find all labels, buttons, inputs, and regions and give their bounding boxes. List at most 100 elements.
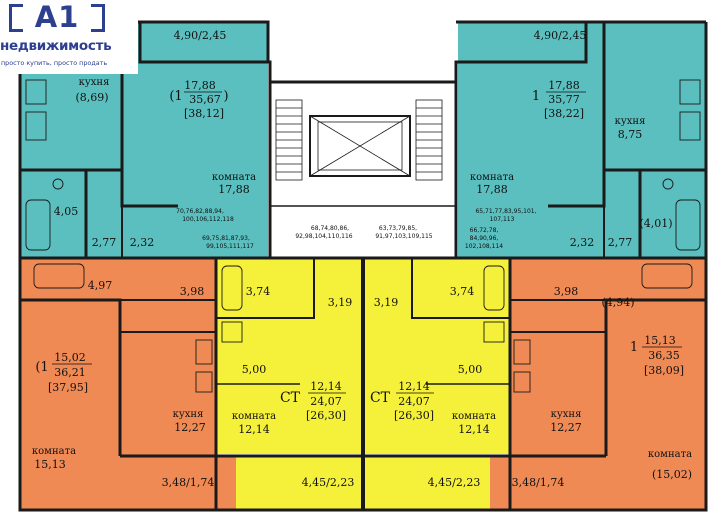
bl-rooms: (1 bbox=[35, 360, 48, 375]
sl-area-total: 12,14 bbox=[310, 380, 342, 393]
apt-br-line2: 84,90,96, bbox=[470, 235, 499, 242]
tl-stove-icon bbox=[25, 111, 47, 141]
company-logo[interactable]: A1 недвижимость просто купить, просто пр… bbox=[0, 0, 138, 74]
br-kitchen-area: 12,27 bbox=[550, 421, 582, 434]
tl-bath-area: 4,05 bbox=[54, 205, 79, 218]
logo-bracket-right bbox=[91, 4, 105, 32]
br-room-area: (15,02) bbox=[652, 468, 692, 481]
tl-rooms: (1 bbox=[169, 89, 182, 104]
apt-br-line1: 66,72,78, bbox=[470, 227, 499, 234]
apartment-numbers: 70,76,82,88,94, 100,106,112,118 69,75,81… bbox=[176, 208, 536, 250]
tr-toilet-icon bbox=[662, 178, 674, 190]
tl-room-area: 17,88 bbox=[218, 183, 250, 196]
tr-rooms: 1 bbox=[532, 89, 540, 104]
sl-room-name: комната bbox=[232, 411, 276, 422]
tr-room-area: 17,88 bbox=[476, 183, 508, 196]
tr-balcony-label: 4,90/2,45 bbox=[534, 29, 587, 42]
br-room-name: комната bbox=[648, 449, 692, 460]
bl-stove-icon bbox=[195, 339, 213, 365]
bl-area-living: 36,21 bbox=[54, 366, 86, 379]
apt-tl-line2: 100,106,112,118 bbox=[182, 216, 234, 223]
sr-area-living: 24,07 bbox=[398, 395, 430, 408]
bl-kitchen-name: кухня bbox=[173, 409, 204, 420]
tl-sink-icon bbox=[25, 79, 47, 105]
sl-hall-area: 3,19 bbox=[328, 296, 353, 309]
logo-name: недвижимость bbox=[0, 38, 112, 54]
sl-area-balcony: [26,30] bbox=[306, 409, 346, 422]
sr-entry-area: 5,00 bbox=[458, 363, 483, 376]
br-stove-icon bbox=[513, 339, 531, 365]
tl-kitchen-name: кухня bbox=[79, 77, 110, 88]
apt-sr-line1: 63,73,79,85, bbox=[379, 225, 417, 232]
br-kitchen-name: кухня bbox=[551, 409, 582, 420]
sl-entry-area: 5,00 bbox=[242, 363, 267, 376]
sr-balcony-label: 4,45/2,23 bbox=[428, 476, 481, 489]
tr-room-name: комната bbox=[470, 172, 514, 183]
tl-balcony-label: 4,90/2,45 bbox=[174, 29, 227, 42]
tr-sink-icon bbox=[679, 79, 701, 105]
sr-area-total: 12,14 bbox=[398, 380, 430, 393]
sl-area-living: 24,07 bbox=[310, 395, 342, 408]
tl-kitchen-area: (8,69) bbox=[75, 91, 108, 104]
corridor-fill bbox=[268, 60, 458, 258]
br-rooms: 1 bbox=[630, 340, 638, 355]
sr-stove-icon bbox=[483, 321, 505, 343]
tl-hall-b: 2,32 bbox=[130, 236, 155, 249]
apt-bl-line2: 99,105,111,117 bbox=[206, 243, 254, 250]
sl-balcony-label: 4,45/2,23 bbox=[302, 476, 355, 489]
tr-kitchen-name: кухня bbox=[615, 116, 646, 127]
sl-room-area: 12,14 bbox=[238, 423, 270, 436]
sr-room-area: 12,14 bbox=[458, 423, 490, 436]
bl-balcony-label: 3,48/1,74 bbox=[162, 476, 215, 489]
sl-bathtub-icon bbox=[221, 265, 243, 311]
bl-hall-area: 3,98 bbox=[180, 285, 205, 298]
tl-hall-a: 2,77 bbox=[92, 236, 117, 249]
tr-bath-area: (4,01) bbox=[639, 217, 672, 230]
sr-type: СТ bbox=[370, 390, 391, 406]
tr-stove-icon bbox=[679, 111, 701, 141]
bl-room-area: 15,13 bbox=[34, 458, 66, 471]
room-labels: 4,90/2,45 кухня (8,69) (1 17,88 35,67 ) … bbox=[32, 29, 692, 489]
tr-bathtub-icon bbox=[675, 199, 701, 251]
br-sink-icon bbox=[513, 371, 531, 393]
bl-sink-icon bbox=[195, 371, 213, 393]
br-balcony-label: 3,48/1,74 bbox=[512, 476, 565, 489]
logo-bracket-left bbox=[9, 4, 23, 32]
br-hall-area: 3,98 bbox=[554, 285, 579, 298]
bl-bath-area: 4,97 bbox=[88, 279, 113, 292]
sl-balcony-fill bbox=[236, 456, 362, 510]
sl-studio-fill bbox=[216, 258, 362, 454]
bl-room-name: комната bbox=[32, 446, 76, 457]
apt-tr-line1: 65,71,77,83,95,101, bbox=[475, 208, 536, 215]
sr-area-balcony: [26,30] bbox=[394, 409, 434, 422]
sr-studio-fill bbox=[364, 258, 510, 454]
apt-bl-line1: 69,75,81,87,93, bbox=[202, 235, 250, 242]
tr-hall-a: 2,32 bbox=[570, 236, 595, 249]
walls bbox=[18, 20, 708, 512]
tr-area-balcony: [38,22] bbox=[544, 107, 584, 120]
sl-bath-area: 3,74 bbox=[246, 285, 271, 298]
apt-sl-line2: 92,98,104,110,116 bbox=[295, 233, 352, 240]
sl-stove-icon bbox=[221, 321, 243, 343]
tr-kitchen-area: 8,75 bbox=[618, 128, 643, 141]
sr-bathtub-icon bbox=[483, 265, 505, 311]
tl-toilet-icon bbox=[52, 178, 64, 190]
sr-balcony-fill bbox=[364, 456, 490, 510]
apt-sl-line1: 68,74,80,86, bbox=[311, 225, 349, 232]
br-area-balcony: [38,09] bbox=[644, 364, 684, 377]
apt-tl-line1: 70,76,82,88,94, bbox=[176, 208, 224, 215]
fixtures bbox=[25, 79, 701, 393]
sr-bath-area: 3,74 bbox=[450, 285, 475, 298]
apt-br-line3: 102,108,114 bbox=[465, 243, 503, 250]
tr-area-total: 17,88 bbox=[548, 79, 580, 92]
tl-area-balcony: [38,12] bbox=[184, 107, 224, 120]
bl-bathtub-icon bbox=[33, 263, 85, 289]
apt-tr-line2: 107,113 bbox=[490, 216, 515, 223]
tl-area-living: 35,67 bbox=[189, 93, 221, 106]
tr-area-living: 35,77 bbox=[548, 93, 580, 106]
bl-kitchen-area: 12,27 bbox=[174, 421, 206, 434]
br-area-total: 15,13 bbox=[644, 334, 676, 347]
br-bathtub-icon bbox=[641, 263, 693, 289]
tl-bathtub-icon bbox=[25, 199, 51, 251]
